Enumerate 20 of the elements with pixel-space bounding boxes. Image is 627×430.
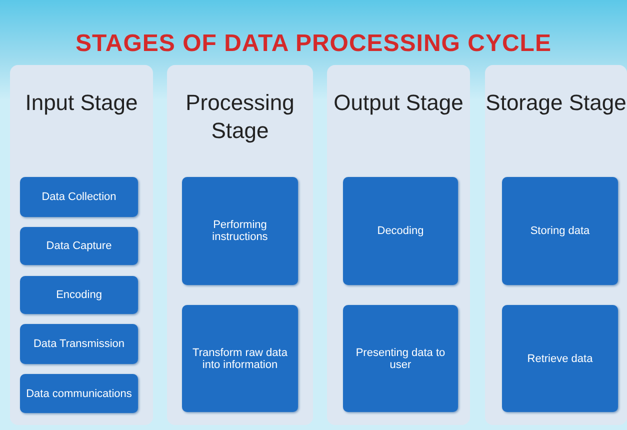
task-box: Data Collection bbox=[20, 177, 138, 217]
stage-heading: Storage Stage bbox=[485, 89, 627, 117]
task-box: Data communications bbox=[20, 374, 138, 413]
diagram-title: STAGES OF DATA PROCESSING CYCLE bbox=[74, 30, 552, 58]
task-box: Decoding bbox=[343, 177, 458, 285]
stage-panel bbox=[327, 65, 470, 425]
stage-heading: Output Stage bbox=[332, 89, 464, 117]
task-box: Data Capture bbox=[20, 227, 138, 265]
task-box: Retrieve data bbox=[502, 305, 618, 412]
task-box: Storing data bbox=[502, 177, 618, 285]
task-box: Data Transmission bbox=[20, 324, 138, 364]
stage-panel bbox=[485, 65, 627, 425]
stage-panel bbox=[167, 65, 313, 425]
task-box: Presenting data to user bbox=[343, 305, 458, 412]
stage-heading: Input Stage bbox=[24, 89, 139, 117]
stage-heading: Processing Stage bbox=[184, 89, 296, 145]
task-box: Transform raw data into information bbox=[182, 305, 298, 412]
stage-panel bbox=[10, 65, 153, 425]
task-box: Encoding bbox=[20, 276, 138, 314]
task-box: Performing instructions bbox=[182, 177, 298, 285]
